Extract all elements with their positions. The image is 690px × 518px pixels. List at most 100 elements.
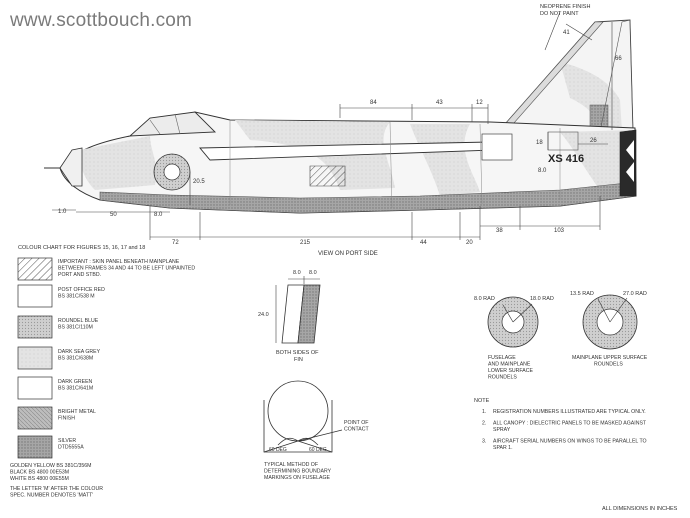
legend-footer-text: WHITE BS 4800 00E55M bbox=[10, 476, 69, 482]
svg-text:103: 103 bbox=[554, 228, 565, 234]
note-number: 3. bbox=[482, 439, 486, 445]
view-label: VIEW ON PORT SIDE bbox=[318, 251, 378, 257]
legend-item-text: IMPORTANT : SKIN PANEL BENEATH MAINPLANE bbox=[58, 259, 180, 265]
svg-text:84: 84 bbox=[370, 100, 377, 106]
note-text: ALL CANOPY : DIELECTRIC PANELS TO BE MAS… bbox=[493, 421, 647, 427]
point-of-contact-line: CONTACT bbox=[344, 427, 370, 433]
drawing-text: NEOPRENE FINISH DO NOT PAINT XS 416 41 6… bbox=[10, 4, 678, 512]
svg-text:44: 44 bbox=[420, 240, 427, 246]
note-number: 1. bbox=[482, 409, 486, 415]
swatch-bright-metal bbox=[17, 406, 53, 430]
colour-chart bbox=[17, 257, 53, 459]
roundel-fuselage bbox=[487, 296, 539, 348]
neoprene-callout-2: DO NOT PAINT bbox=[540, 11, 579, 17]
svg-text:18.0 RAD: 18.0 RAD bbox=[530, 296, 554, 302]
legend-item-text: PORT AND STBD. bbox=[58, 272, 101, 278]
swatch-roundel-blue bbox=[17, 315, 53, 339]
note-number: 2. bbox=[482, 421, 486, 427]
legend-item-text: DTD5555A bbox=[58, 445, 84, 451]
svg-text:24.0: 24.0 bbox=[258, 312, 269, 318]
swatch-hatch bbox=[17, 257, 53, 281]
canopy bbox=[128, 111, 217, 137]
legend-item-text: FINISH bbox=[58, 416, 75, 422]
legend-item-text: DARK SEA GREY bbox=[58, 349, 101, 355]
boundary-caption-line: TYPICAL METHOD OF bbox=[264, 462, 318, 468]
legend-item-text: SILVER bbox=[58, 438, 76, 444]
boundary-method-diagram bbox=[263, 380, 343, 453]
svg-text:8.0: 8.0 bbox=[293, 270, 301, 276]
note-title: NOTE bbox=[474, 398, 490, 404]
fuselage-camo-mid bbox=[410, 124, 480, 196]
svg-text:215: 215 bbox=[300, 240, 311, 246]
svg-text:72: 72 bbox=[172, 240, 179, 246]
legend-item-text: POST OFFICE RED bbox=[58, 287, 105, 293]
legend-footer-text: SPEC. NUMBER DENOTES 'MATT' bbox=[10, 493, 93, 499]
roundel-upper-caption-line: ROUNDELS bbox=[594, 362, 623, 368]
fuselage-camo-rear bbox=[560, 130, 634, 190]
swatch-post-office-red bbox=[17, 284, 53, 308]
note-items: 1. REGISTRATION NUMBERS ILLUSTRATED ARE T… bbox=[482, 409, 647, 451]
roundel-upper bbox=[582, 294, 638, 350]
nose-cone bbox=[59, 147, 83, 187]
svg-text:60 DEG: 60 DEG bbox=[269, 447, 287, 453]
svg-text:60 DEG: 60 DEG bbox=[309, 447, 327, 453]
all-dimensions-label: ALL DIMENSIONS IN INCHES bbox=[602, 506, 678, 512]
serial-number: XS 416 bbox=[548, 153, 584, 165]
note-text: SPRAY bbox=[493, 427, 511, 433]
svg-text:20.5: 20.5 bbox=[193, 179, 205, 185]
svg-text:12: 12 bbox=[476, 100, 483, 106]
legend-item-text: BS 381C/538 M bbox=[58, 294, 95, 300]
roundel-fuselage-caption-line: AND MAINPLANE bbox=[488, 362, 531, 368]
svg-text:8.0: 8.0 bbox=[154, 212, 163, 218]
svg-text:20: 20 bbox=[466, 240, 473, 246]
fin-caption-2: FIN bbox=[294, 357, 303, 363]
watermark: www.scottbouch.com bbox=[10, 10, 193, 31]
unpainted-skin-panel bbox=[309, 165, 346, 187]
aircraft-side-view bbox=[44, 19, 637, 214]
svg-text:1.0: 1.0 bbox=[58, 209, 67, 215]
swatch-silver bbox=[17, 435, 53, 459]
roundel-fuselage-caption-line: LOWER SURFACE bbox=[488, 368, 534, 374]
swatch-dark-green bbox=[17, 376, 53, 400]
legend-item-text: BETWEEN FRAMES 34 AND 44 TO BE LEFT UNPA… bbox=[58, 266, 195, 272]
legend-item-text: BS 381C/641M bbox=[58, 386, 93, 392]
note-text: AIRCRAFT SERIAL NUMBERS ON WINGS TO BE P… bbox=[493, 439, 647, 445]
svg-text:27.0 RAD: 27.0 RAD bbox=[623, 291, 647, 297]
roundel-fuselage-caption-line: ROUNDELS bbox=[488, 375, 517, 381]
svg-text:43: 43 bbox=[436, 100, 443, 106]
svg-text:8.0 RAD: 8.0 RAD bbox=[474, 296, 495, 302]
point-of-contact-line: POINT OF bbox=[344, 420, 368, 426]
svg-text:18: 18 bbox=[536, 140, 543, 146]
legend-footer-text: BLACK BS 4800 00E53M bbox=[10, 470, 69, 476]
note-text: REGISTRATION NUMBERS ILLUSTRATED ARE TYP… bbox=[493, 409, 646, 415]
neoprene-callout-1: NEOPRENE FINISH bbox=[540, 4, 590, 10]
fin-caption-1: BOTH SIDES OF bbox=[276, 350, 319, 356]
legend-items: IMPORTANT : SKIN PANEL BENEATH MAINPLANE… bbox=[58, 259, 195, 451]
boundary-caption-line: DETERMINING BOUNDARY bbox=[264, 469, 332, 475]
svg-text:26: 26 bbox=[590, 138, 597, 144]
svg-text:66: 66 bbox=[615, 56, 622, 62]
svg-text:13.5 RAD: 13.5 RAD bbox=[570, 291, 594, 297]
boundary-caption-line: MARKINGS ON FUSELAGE bbox=[264, 475, 331, 481]
legend-item-text: BRIGHT METAL bbox=[58, 409, 96, 415]
legend-item-text: ROUNDEL BLUE bbox=[58, 318, 99, 324]
legend-item-text: DARK GREEN bbox=[58, 379, 93, 385]
legend-item-text: BS 381C/110M bbox=[58, 325, 93, 331]
svg-text:41: 41 bbox=[563, 30, 570, 36]
fuselage-camo-nose bbox=[79, 136, 157, 190]
roundel-fuselage-caption-line: FUSELAGE bbox=[488, 355, 516, 361]
legend-footer-text: GOLDEN YELLOW BS 381C/356M bbox=[10, 463, 92, 469]
fuselage-roundel-inner bbox=[163, 163, 181, 181]
legend-item-text: BS 381C/638M bbox=[58, 356, 93, 362]
note-text: SPAR 1. bbox=[493, 445, 513, 451]
colour-chart-title: COLOUR CHART FOR FIGURES 15, 16, 17 and … bbox=[18, 245, 145, 251]
svg-text:8.0: 8.0 bbox=[538, 168, 547, 174]
swatch-dark-sea-grey bbox=[17, 346, 53, 370]
svg-text:8.0: 8.0 bbox=[309, 270, 317, 276]
